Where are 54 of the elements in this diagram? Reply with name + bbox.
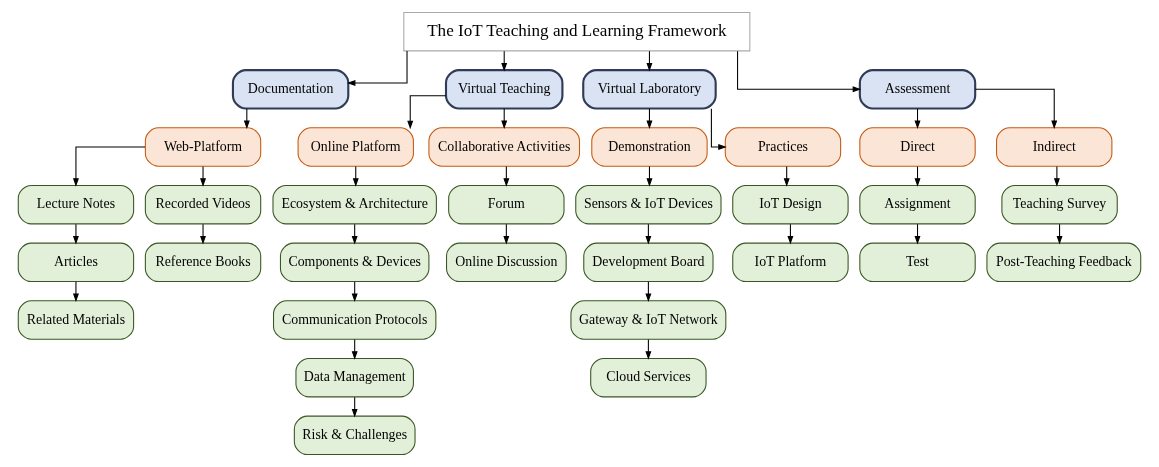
- arrow: [645, 223, 652, 245]
- node-box: Virtual Teaching: [444, 69, 564, 110]
- arrow: [72, 223, 79, 245]
- node-box: Ecosystem & Architecture: [272, 184, 437, 225]
- arrow: [737, 50, 862, 93]
- arrow: [914, 223, 921, 245]
- node-box: Assignment: [859, 184, 976, 225]
- node-box: Teaching Survey: [1001, 184, 1118, 225]
- arrow: [72, 281, 79, 303]
- node-box: Virtual Laboratory: [582, 69, 717, 110]
- arrow: [646, 50, 653, 72]
- arrow: [200, 223, 207, 245]
- node-box: Direct: [859, 127, 976, 167]
- arrow: [710, 108, 727, 150]
- arrow: [351, 396, 358, 418]
- node-box: Cloud Services: [590, 357, 707, 398]
- node-box: Gateway & IoT Network: [570, 300, 727, 340]
- node-box: Assessment: [858, 69, 977, 110]
- node-box: IoT Design: [732, 184, 849, 225]
- node-box: IoT Platform: [732, 242, 849, 283]
- node-box: Development Board: [583, 242, 714, 283]
- arrow: [351, 223, 358, 245]
- arrow: [787, 223, 794, 245]
- node-box: Communication Protocols: [273, 300, 437, 340]
- node-box: Lecture Notes: [17, 184, 135, 225]
- node-box: Recorded Videos: [144, 184, 262, 225]
- node-box: Sensors & IoT Devices: [575, 184, 722, 225]
- node-box: Risk & Challenges: [293, 415, 416, 456]
- arrow: [501, 50, 508, 72]
- node-box: Collaborative Activities: [428, 127, 581, 167]
- arrow: [1056, 223, 1063, 245]
- arrow: [72, 146, 146, 187]
- node-box: Data Management: [295, 357, 414, 398]
- node-box: Post-Teaching Feedback: [986, 242, 1142, 283]
- node-box: Articles: [17, 242, 135, 283]
- node-box: Forum: [448, 184, 565, 225]
- arrow: [200, 166, 207, 187]
- arrow: [346, 50, 408, 86]
- node-box: Online Platform: [297, 127, 414, 167]
- arrow: [407, 95, 447, 130]
- node-box: Practices: [724, 127, 842, 167]
- node-box: The IoT Teaching and Learning Framework: [403, 11, 751, 52]
- node-box: Web-Platform: [144, 127, 262, 167]
- node-box: Documentation: [231, 69, 350, 110]
- node-box: Indirect: [996, 127, 1113, 167]
- node-box: Demonstration: [591, 127, 708, 167]
- node-box: Related Materials: [17, 300, 135, 340]
- arrow: [503, 223, 510, 245]
- arrow: [1053, 166, 1060, 187]
- node-box: Online Discussion: [446, 242, 567, 283]
- node-box: Components & Devices: [279, 242, 430, 283]
- node-box: Test: [859, 242, 976, 283]
- arrow: [974, 88, 1058, 130]
- node-box: Reference Books: [144, 242, 262, 283]
